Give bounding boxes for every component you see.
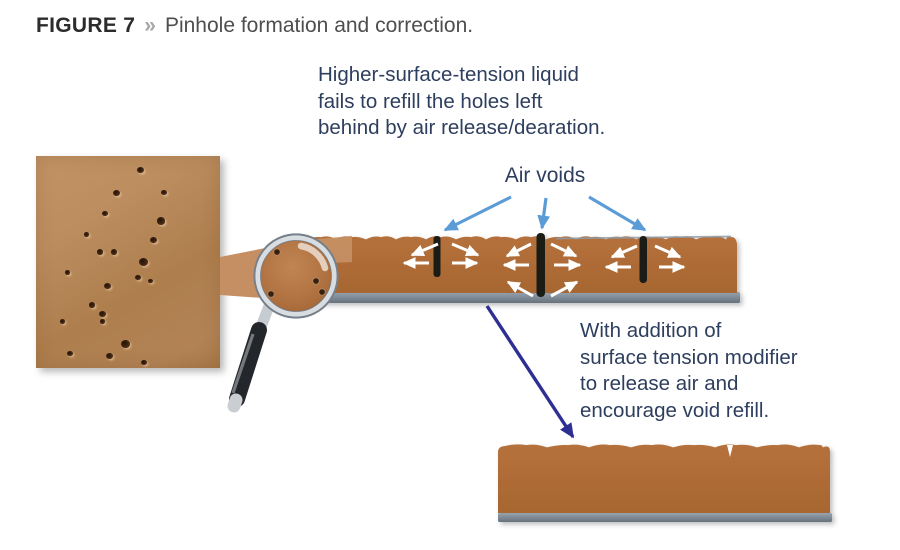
magnifier-handle: [229, 322, 267, 407]
lens-highlight: [297, 242, 329, 272]
surface-notch: [727, 445, 733, 457]
magnifier-lens: [260, 240, 332, 312]
flow-arrow: [550, 280, 579, 298]
lens-rim: [254, 234, 338, 318]
lens-pinhole-dot: [312, 277, 320, 285]
top-annotation-line: behind by air release/dearation.: [318, 116, 606, 139]
magnifier-icon: [227, 233, 339, 413]
pinhole-photo: [36, 156, 220, 368]
pinhole-dot: [59, 319, 65, 324]
air-void-pointer-arrow: [443, 195, 512, 232]
magnifier-handle-cap: [227, 393, 243, 413]
double-chevron-icon: »: [144, 14, 156, 37]
pinhole-dot: [139, 257, 149, 266]
flow-arrows: [402, 242, 686, 298]
air-void-arrows: [443, 195, 647, 232]
substrate: [306, 292, 740, 303]
top-annotation-line: fails to refill the holes left: [318, 89, 543, 113]
pinhole-dot: [161, 189, 168, 196]
pinhole-dot: [102, 211, 109, 217]
substrate: [498, 513, 832, 522]
lens-rim-inner: [259, 239, 333, 313]
magnifier-handle-sheen: [231, 333, 255, 394]
lens-pinhole-dot: [318, 288, 326, 296]
flow-arrow: [410, 242, 439, 257]
figure-label: FIGURE 7: [36, 14, 136, 37]
corrected-coating-layer: [498, 444, 830, 513]
pinhole-dot: [83, 232, 89, 237]
air-void: [433, 236, 441, 277]
corrected-coating-section: [498, 444, 832, 522]
flow-arrow: [654, 244, 682, 259]
pinhole-dot: [135, 274, 142, 280]
top-annotation-line: Higher-surface-tension liquid: [318, 63, 579, 86]
coating-cross-section: [306, 233, 740, 303]
pinhole-dot: [113, 189, 121, 197]
pinhole-dot: [100, 319, 106, 324]
pinhole-dot: [150, 236, 158, 243]
air-void-pointer-arrow: [537, 197, 550, 230]
flow-arrow: [505, 242, 532, 258]
air-voids-label: Air voids: [504, 164, 586, 187]
pinhole-dot: [96, 249, 103, 255]
bottom-annotation: With addition of surface tension modifie…: [580, 318, 798, 424]
bottom-annotation-line: to release air and: [580, 372, 739, 395]
bottom-annotation-line: encourage void refill.: [580, 398, 770, 422]
pinhole-dot: [120, 340, 130, 349]
flow-arrow: [451, 242, 480, 257]
pinhole-dot: [140, 359, 147, 365]
pinhole-dot: [65, 270, 71, 275]
top-annotation: Higher-surface-tension liquid fails to r…: [318, 62, 605, 142]
correction-pointer-arrow: [485, 305, 575, 439]
pinhole-dot: [98, 310, 106, 317]
pinhole-dot: [137, 166, 145, 173]
pinhole-dot: [111, 249, 118, 255]
lens-pinhole-dot: [273, 248, 281, 256]
bottom-annotation-line: With addition of: [580, 319, 722, 342]
pinhole-dot: [157, 217, 166, 225]
figure-caption: FIGURE 7 » Pinhole formation and correct…: [36, 14, 473, 38]
pinhole-dot: [148, 278, 154, 284]
air-void: [536, 233, 545, 297]
lens-pinholes: [267, 248, 326, 298]
correction-arrow: [485, 305, 575, 439]
pinhole-dot: [105, 353, 113, 360]
flow-arrow: [550, 242, 578, 258]
flow-arrow: [506, 280, 534, 298]
lens-rim-outer: [253, 233, 339, 319]
flow-arrow: [610, 244, 638, 259]
pinhole-dot: [89, 302, 96, 308]
lens-pinhole-dot: [267, 290, 275, 298]
air-void: [639, 236, 647, 283]
air-void-pointer-arrow: [588, 195, 647, 232]
pinhole-dot: [67, 351, 74, 357]
bottom-annotation-line: surface tension modifier: [580, 345, 798, 369]
pinhole-dot: [104, 283, 112, 290]
figure-title: Pinhole formation and correction.: [164, 14, 474, 37]
